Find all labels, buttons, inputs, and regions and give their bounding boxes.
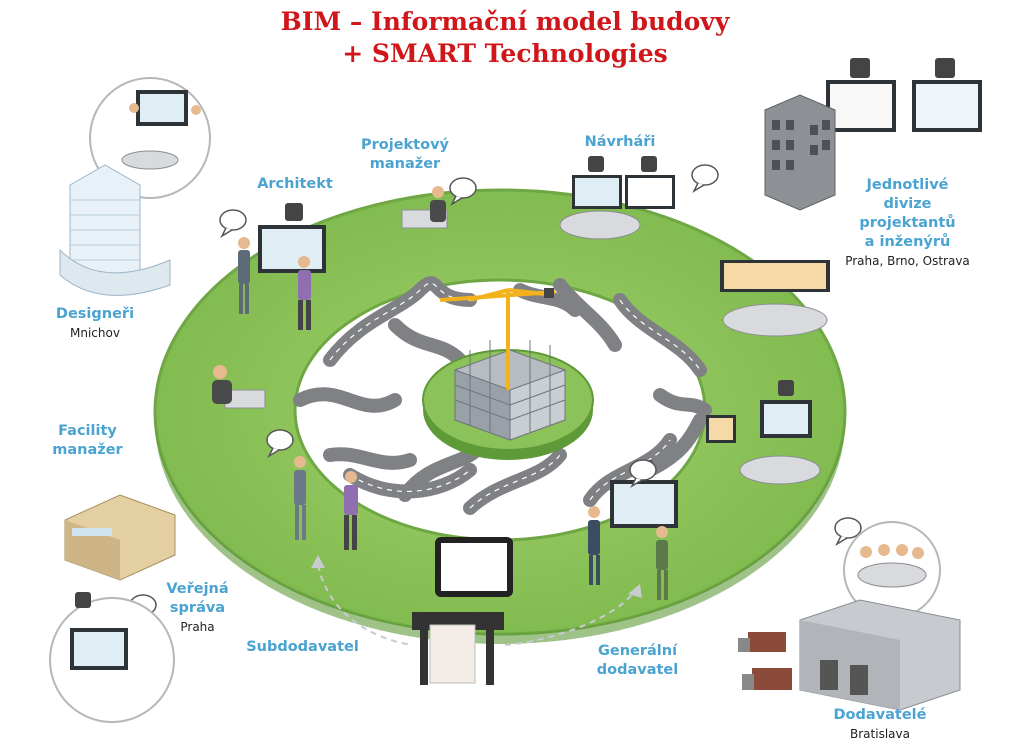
smart-board-icon <box>572 156 675 209</box>
crane-icon <box>439 288 556 390</box>
label-designeri: Designeři Mnichov <box>50 305 140 342</box>
label-architekt: Architekt <box>257 176 333 192</box>
speech-bubble-icon <box>219 209 247 238</box>
label-verejna-sub: Praha <box>180 620 215 634</box>
building-icon <box>64 494 176 581</box>
speech-bubble-icon <box>834 517 862 546</box>
label-divize-sub: Praha, Brno, Ostrava <box>845 254 970 268</box>
smart-board-icon <box>706 380 812 443</box>
label-verejna-sprava: Veřejná správa Praha <box>155 580 240 636</box>
smart-board-icon <box>720 260 830 292</box>
title-line-2: + SMART Technologies <box>342 39 668 68</box>
label-divize: Jednotlivé divize projektantů a inženýrů… <box>845 177 970 268</box>
label-projektovy-manazer: Projektový manažer <box>361 137 449 172</box>
label-navrhari: Návrháři <box>584 134 656 150</box>
smart-boards <box>258 58 982 685</box>
speech-bubbles <box>129 164 862 623</box>
speech-bubble-icon <box>691 164 719 193</box>
title-line-1: BIM – Informační model budovy <box>280 7 730 36</box>
truck-icon <box>738 632 792 690</box>
label-generalni-dodavatel: Generální dodavatel <box>596 643 679 678</box>
label-dodavatele-sub: Bratislava <box>850 727 910 741</box>
building-icon <box>764 94 836 211</box>
label-dodavatele: Dodavatelé Bratislava <box>820 706 940 743</box>
label-subdodavatel: Subdodavatel <box>246 639 359 655</box>
speech-bubble-icon <box>266 429 294 458</box>
construction-site <box>422 288 594 460</box>
label-designeri-sub: Mnichov <box>70 326 120 340</box>
building-icon <box>454 340 566 441</box>
speech-bubble-icon <box>449 177 477 206</box>
speech-bubble-icon <box>629 459 657 488</box>
building-icon <box>59 164 171 296</box>
flow-arrows <box>317 564 636 646</box>
smart-board-icon <box>258 203 326 273</box>
building-icon <box>799 599 961 711</box>
label-facility-manazer: Facility manažer <box>52 423 123 458</box>
plotter-icon <box>412 612 504 685</box>
smart-board-icon <box>826 58 982 132</box>
tablet-icon <box>435 537 513 597</box>
smart-board-icon <box>610 460 678 528</box>
